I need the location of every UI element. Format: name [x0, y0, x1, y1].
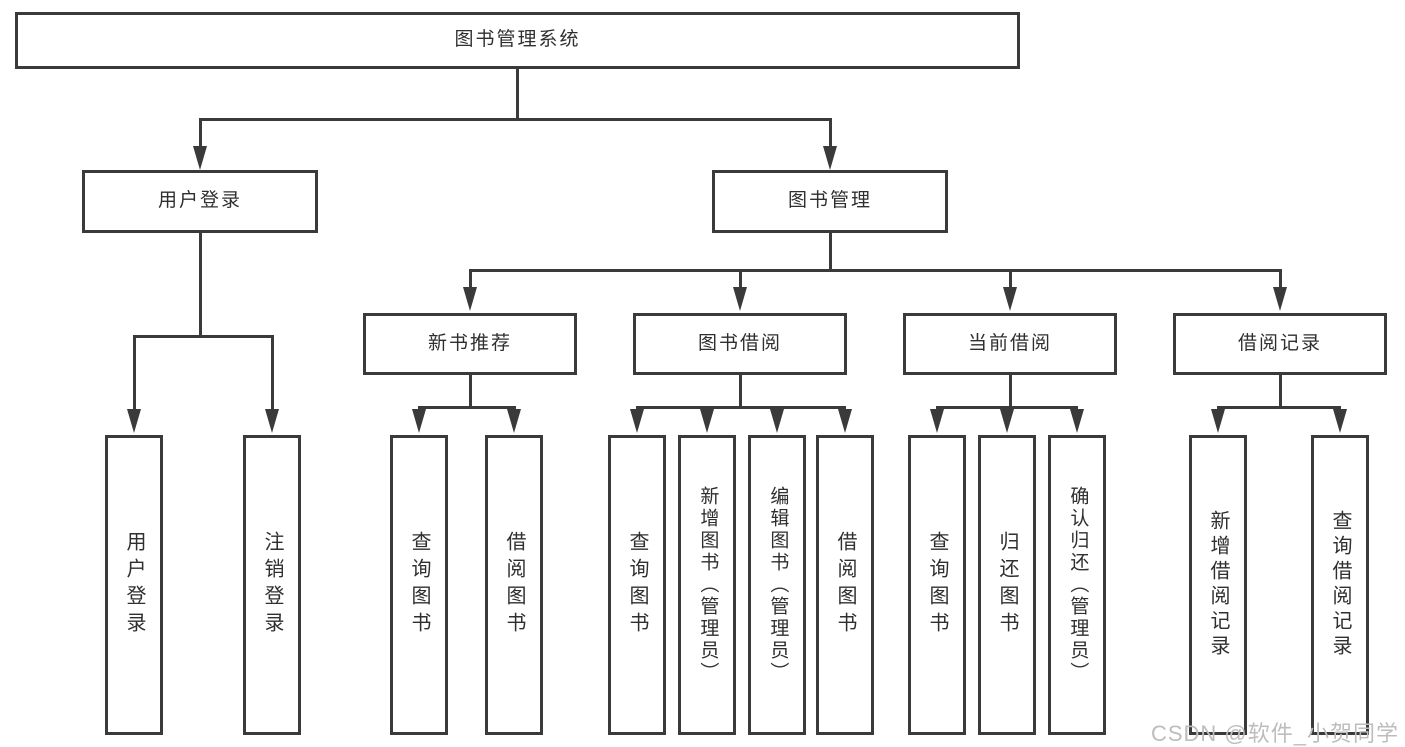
- arrow-down-icon: [1333, 409, 1347, 433]
- node-label: 当前借阅: [967, 332, 1052, 354]
- arrow-down-icon: [733, 287, 747, 311]
- node-label: 图书管理系统: [454, 29, 581, 51]
- connector-to-leaf: [133, 335, 136, 411]
- connector-book-management-branch: [469, 269, 1282, 272]
- leaf-query-borrow-record: 查询借阅记录: [1311, 435, 1369, 735]
- node-new-books: 新书推荐: [363, 313, 577, 375]
- connector-current-borrow-branch: [936, 406, 1078, 409]
- node-library-management-system: 图书管理系统: [15, 12, 1020, 69]
- leaf-query-books-new: 查询图书: [390, 435, 448, 735]
- connector-to-new-books: [469, 269, 472, 289]
- connector-to-leaf: [271, 335, 274, 411]
- connector-borrow-records-stem: [1279, 375, 1282, 408]
- arrow-down-icon: [630, 409, 644, 433]
- leaf-label: 归还图书: [996, 531, 1018, 639]
- leaf-borrow-books: 借阅图书: [816, 435, 874, 735]
- arrow-down-icon: [838, 409, 852, 433]
- leaf-label: 查询图书: [926, 531, 948, 639]
- connector-to-borrow-records: [1279, 269, 1282, 289]
- connector-to-book-borrow: [739, 269, 742, 289]
- leaf-add-borrow-record: 新增借阅记录: [1189, 435, 1247, 735]
- node-borrow-records: 借阅记录: [1173, 313, 1387, 375]
- leaf-label: 借阅图书: [503, 531, 525, 639]
- arrow-down-icon: [412, 409, 426, 433]
- connector-new-books-branch: [418, 406, 516, 409]
- leaf-label: 用户登录: [123, 531, 145, 639]
- connector-borrow-records-branch: [1217, 406, 1341, 409]
- arrow-down-icon: [193, 146, 207, 170]
- node-user-login: 用户登录: [82, 170, 318, 233]
- leaf-borrow-books-new: 借阅图书: [485, 435, 543, 735]
- connector-to-current-borrow: [1009, 269, 1012, 289]
- csdn-watermark: CSDN @软件_小贺同学: [1150, 721, 1399, 746]
- node-label: 用户登录: [157, 190, 242, 212]
- node-book-borrow: 图书借阅: [633, 313, 847, 375]
- arrow-down-icon: [770, 409, 784, 433]
- arrow-down-icon: [507, 409, 521, 433]
- leaf-label: 查询图书: [626, 531, 648, 639]
- leaf-label: 注销登录: [261, 531, 283, 639]
- leaf-label: 编辑图书（管理员）: [767, 486, 789, 684]
- leaf-query-books-current: 查询图书: [908, 435, 966, 735]
- leaf-return-books: 归还图书: [978, 435, 1036, 735]
- arrow-down-icon: [1273, 287, 1287, 311]
- leaf-user-login: 用户登录: [105, 435, 163, 735]
- leaf-add-books-admin: 新增图书（管理员）: [678, 435, 736, 735]
- connector-book-management-stem: [829, 233, 832, 272]
- node-label: 图书管理: [787, 190, 872, 212]
- connector-root-branch: [199, 118, 832, 121]
- node-label: 图书借阅: [697, 332, 782, 354]
- leaf-label: 新增借阅记录: [1207, 510, 1229, 660]
- leaf-label: 借阅图书: [834, 531, 856, 639]
- arrow-down-icon: [1000, 409, 1014, 433]
- node-current-borrow: 当前借阅: [903, 313, 1117, 375]
- connector-user-login-stem: [199, 233, 202, 337]
- leaf-edit-books-admin: 编辑图书（管理员）: [748, 435, 806, 735]
- leaf-query-books-borrow: 查询图书: [608, 435, 666, 735]
- arrow-down-icon: [1070, 409, 1084, 433]
- arrow-down-icon: [1003, 287, 1017, 311]
- connector-user-login-branch: [133, 335, 273, 338]
- arrow-down-icon: [700, 409, 714, 433]
- leaf-logout: 注销登录: [243, 435, 301, 735]
- connector-book-borrow-stem: [739, 375, 742, 408]
- node-label: 新书推荐: [427, 332, 512, 354]
- connector-book-borrow-branch: [636, 406, 846, 409]
- connector-new-books-stem: [469, 375, 472, 408]
- arrow-down-icon: [127, 409, 141, 433]
- arrow-down-icon: [1211, 409, 1225, 433]
- leaf-label: 新增图书（管理员）: [697, 486, 719, 684]
- arrow-down-icon: [823, 146, 837, 170]
- node-book-management: 图书管理: [712, 170, 948, 233]
- connector-to-user-login: [199, 118, 202, 150]
- leaf-label: 查询借阅记录: [1329, 510, 1351, 660]
- connector-to-book-management: [829, 118, 832, 150]
- connector-current-borrow-stem: [1009, 375, 1012, 408]
- node-label: 借阅记录: [1237, 332, 1322, 354]
- arrow-down-icon: [930, 409, 944, 433]
- connector-root-stem: [516, 69, 519, 120]
- arrow-down-icon: [463, 287, 477, 311]
- leaf-label: 查询图书: [408, 531, 430, 639]
- arrow-down-icon: [265, 409, 279, 433]
- leaf-label: 确认归还（管理员）: [1067, 486, 1089, 684]
- leaf-confirm-return-admin: 确认归还（管理员）: [1048, 435, 1106, 735]
